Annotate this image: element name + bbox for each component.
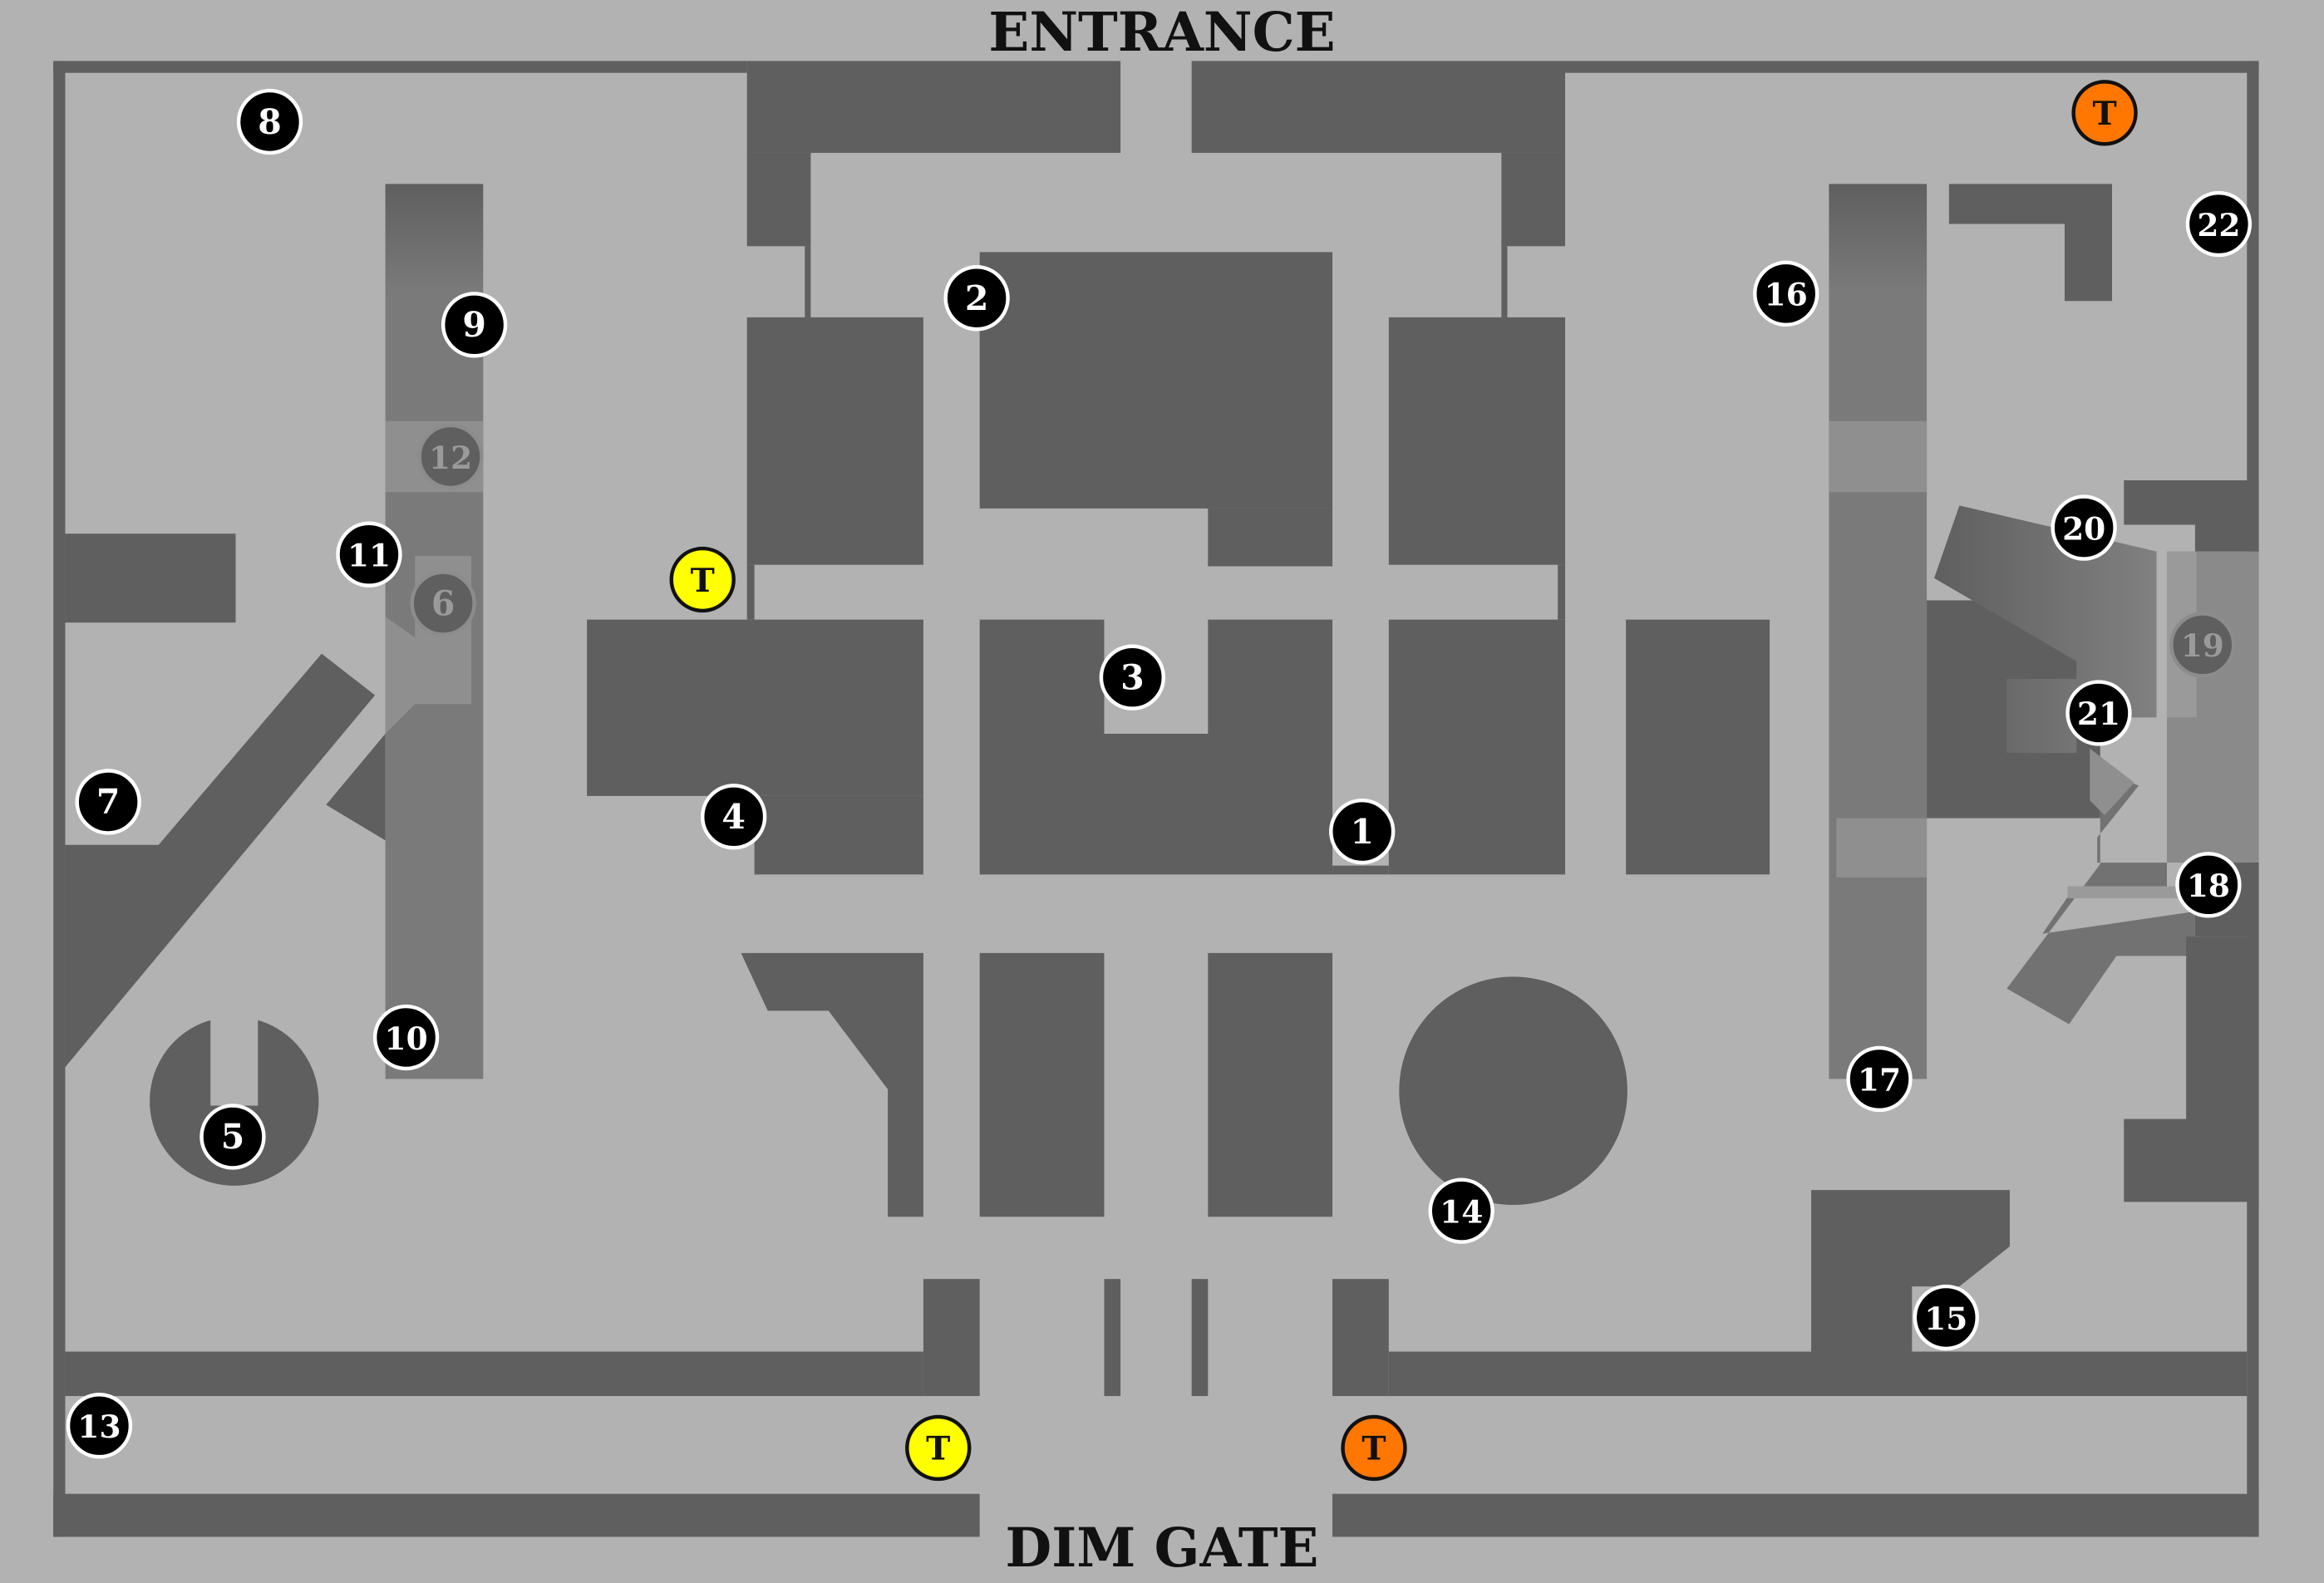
marker-label: 10 [385,1020,428,1057]
location-marker-14: 14 [1428,1177,1494,1244]
marker-circle [1428,1177,1494,1244]
marker-label: 18 [2187,868,2230,904]
marker-label: 6 [431,583,455,623]
marker-circle [2051,494,2117,561]
dim-gate-label: DIM GATE [1006,1517,1319,1580]
marker-circle [417,423,484,490]
location-marker-2: 2 [943,265,1010,332]
trap-circle [2071,80,2138,146]
trap-circle [905,1414,972,1482]
marker-circle [2066,680,2132,746]
marker-label: 8 [258,101,282,142]
marker-circle [372,1004,440,1071]
marker-label: 9 [462,304,486,345]
central-blocks [587,252,1770,875]
marker-label: 14 [1440,1193,1483,1230]
marker-label: 11 [347,537,391,573]
location-marker-1: 1 [1329,798,1396,865]
location-marker-13: 13 [66,1393,133,1459]
marker-label: 20 [2062,510,2105,547]
marker-circle [410,570,476,637]
marker-label: 13 [77,1408,121,1445]
marker-circle [236,88,303,155]
marker-label: 21 [2077,696,2120,732]
location-marker-11: 11 [336,521,402,587]
location-marker-3: 3 [1099,644,1166,710]
trap-marker-orange: T [1341,1414,1407,1482]
location-marker-17: 17 [1846,1045,1913,1113]
location-marker-21: 21 [2066,680,2132,746]
trap-marker-orange: T [2071,80,2138,146]
marker-circle [75,769,141,835]
location-marker-15: 15 [1913,1284,1979,1351]
marker-circle [336,521,402,587]
location-marker-22: 22 [2185,190,2253,258]
marker-circle [2175,852,2242,918]
marker-label: 1 [1350,811,1374,852]
marker-label: 17 [1858,1062,1901,1099]
west-structures [65,184,484,1186]
marker-circle [1913,1284,1979,1351]
location-marker-6: 6 [410,570,476,637]
marker-circle [1753,260,1819,327]
marker-circle [700,784,767,850]
marker-label: 2 [965,278,989,318]
location-marker-7: 7 [75,769,141,835]
location-marker-16: 16 [1753,260,1819,327]
location-marker-4: 4 [700,784,767,850]
trap-label: T [926,1430,950,1468]
marker-label: 4 [721,796,746,837]
marker-label: 7 [96,781,121,822]
trap-label: T [691,562,715,600]
marker-circle [2169,612,2236,678]
trap-marker-yellow: T [905,1414,972,1482]
marker-label: 12 [429,440,472,476]
location-marker-10: 10 [372,1004,440,1071]
location-marker-19: 19 [2169,612,2236,678]
location-marker-20: 20 [2051,494,2117,561]
marker-circle [199,1104,266,1170]
trap-markers: T T T T [669,80,2138,1482]
marker-label: 22 [2197,207,2240,243]
trap-marker-yellow: T [669,546,736,613]
entrance-label: ENTRANCE [988,2,1335,64]
entrance-walls [746,61,1566,317]
location-marker-12: 12 [417,423,484,490]
marker-circle [1846,1045,1913,1113]
location-marker-9: 9 [441,292,508,358]
marker-circle [1329,798,1396,865]
location-marker-18: 18 [2175,852,2242,918]
trap-label: T [2092,95,2116,133]
marker-circle [2185,190,2253,258]
location-marker-8: 8 [236,88,303,155]
trap-label: T [1361,1430,1386,1468]
trap-circle [1341,1414,1407,1482]
marker-label: 16 [1765,277,1808,313]
marker-label: 15 [1924,1300,1967,1337]
trap-circle [669,546,736,613]
marker-label: 19 [2181,627,2224,664]
marker-circle [66,1393,133,1459]
marker-circle [441,292,508,358]
location-marker-5: 5 [199,1104,266,1170]
marker-label: 3 [1120,656,1145,697]
marker-circle [1099,644,1166,710]
marker-label: 5 [221,1116,245,1157]
south-structures [65,952,2248,1397]
marker-circle [943,265,1010,332]
